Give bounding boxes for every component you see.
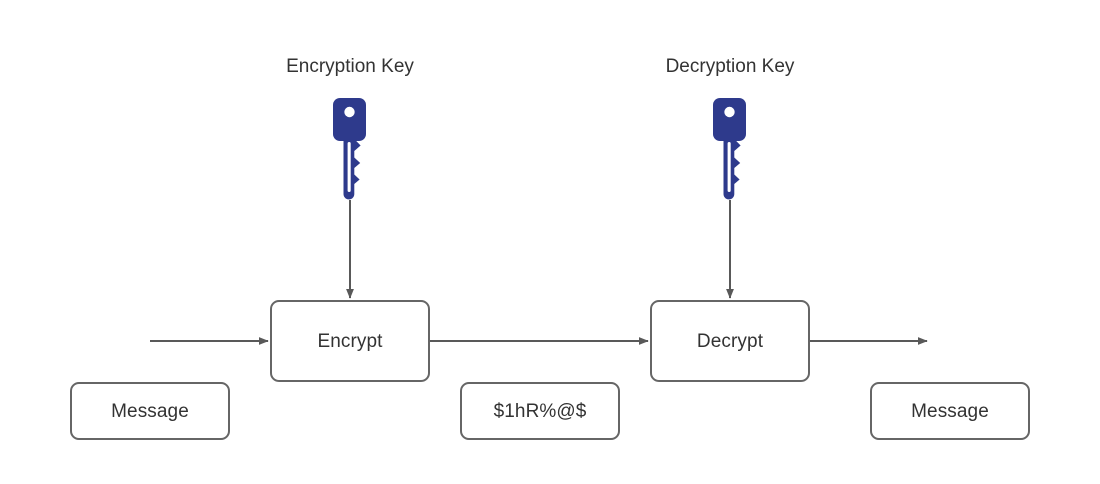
decryption-key-caption: Decryption Key: [665, 56, 795, 77]
encrypt-node-label: Encrypt: [317, 330, 383, 352]
decrypt-node-label: Decrypt: [696, 330, 764, 352]
ciphertext-node[interactable]: $1hR%@$: [460, 382, 620, 440]
ciphertext-label: $1hR%@$: [493, 400, 587, 422]
encryption-key-icon: [333, 98, 366, 200]
decryption-key-icon: [713, 98, 746, 200]
encrypt-node[interactable]: Encrypt: [270, 300, 430, 382]
message-input-label: Message: [111, 400, 189, 422]
message-output-node[interactable]: Message: [870, 382, 1030, 440]
message-input-node[interactable]: Message: [70, 382, 230, 440]
message-output-label: Message: [911, 400, 989, 422]
encryption-key-caption: Encryption Key: [286, 56, 414, 77]
decrypt-node[interactable]: Decrypt: [650, 300, 810, 382]
